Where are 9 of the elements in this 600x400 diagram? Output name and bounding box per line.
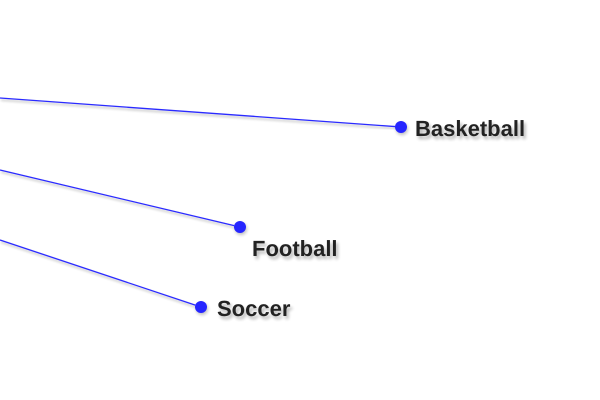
dot-marker [195,301,207,313]
leader-line [0,239,196,306]
leader-line [0,97,396,128]
sport-label: Basketball [415,118,526,140]
dot-marker [395,121,407,133]
sport-label: Soccer [217,298,290,320]
dot-marker [234,221,246,233]
sport-label: Football [252,238,338,260]
leader-line [0,169,234,226]
